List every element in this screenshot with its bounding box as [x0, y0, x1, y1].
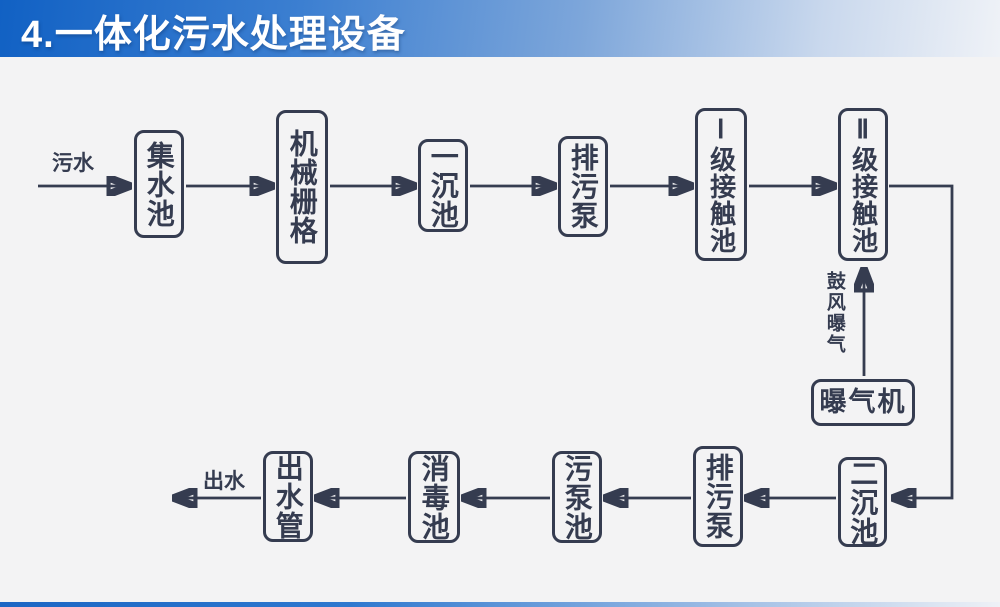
- node-aerator: 曝气机: [811, 379, 915, 426]
- node-sludge-pump-tank: 污泵池: [552, 451, 602, 543]
- node-collecting-tank: 集水池: [134, 130, 184, 238]
- node-primary-sedimentation-tank: 一沉池: [418, 139, 468, 232]
- connector-contact-tank-2-to-secondary-sedimentation: [889, 184, 954, 498]
- node-mechanical-screen: 机械栅格: [276, 110, 328, 264]
- node-sewage-pump-top: 排污泵: [558, 136, 608, 237]
- footer-accent-strip: [0, 602, 1000, 607]
- node-outlet-pipe: 出水管: [263, 451, 313, 542]
- slide-title: 4.一体化污水处理设备: [21, 14, 406, 56]
- inflow-label: 污水: [52, 152, 94, 175]
- node-contact-tank-level-1: Ⅰ级接触池: [695, 108, 747, 261]
- slide-header: 4.一体化污水处理设备: [0, 0, 1000, 57]
- aeration-label: 鼓风曝气: [823, 271, 845, 355]
- node-secondary-sedimentation-tank: 二沉池: [838, 457, 887, 547]
- node-contact-tank-level-2: Ⅱ级接触池: [838, 108, 888, 261]
- outflow-label: 出水: [203, 470, 245, 493]
- node-disinfection-tank: 消毒池: [408, 451, 460, 543]
- node-sewage-pump-bottom: 排污泵: [693, 446, 743, 547]
